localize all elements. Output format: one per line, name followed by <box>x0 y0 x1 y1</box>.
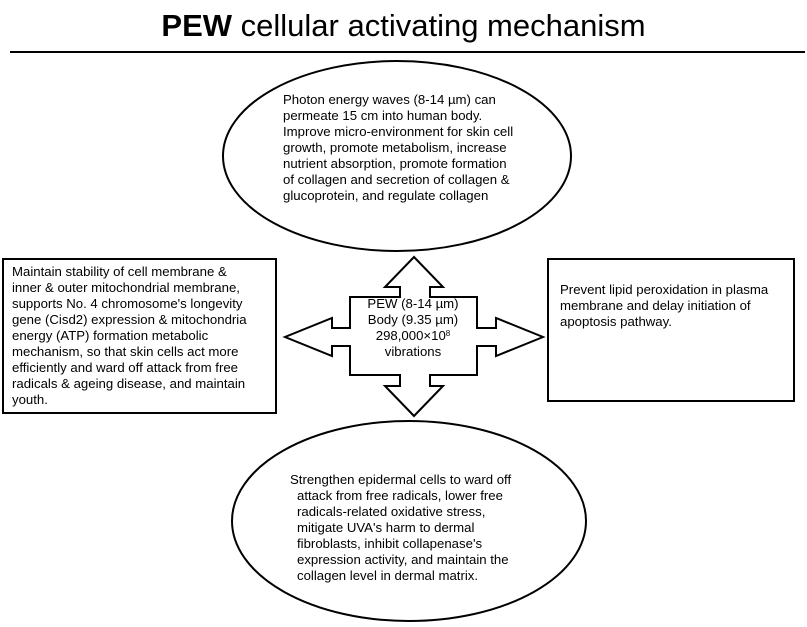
text-line: youth. <box>12 392 48 407</box>
text-line: energy (ATP) formation metabolic <box>12 328 209 343</box>
title-bold: PEW <box>161 8 233 43</box>
text-line: fibroblasts, inhibit collapenase's <box>297 536 483 551</box>
center-arrow-text: PEW (8-14 µm) Body (9.35 µm) 298,000×108… <box>345 296 481 360</box>
bottom-ellipse-text: Strengthen epidermal cells to ward off a… <box>290 472 536 584</box>
text-line: gene (Cisd2) expression & mitochondria <box>12 312 247 327</box>
text-line: Strengthen epidermal cells to ward off <box>290 472 512 487</box>
text-line: nutrient absorption, promote formation <box>283 156 507 171</box>
bottom-ellipse <box>231 420 587 622</box>
text-line: radicals & ageing disease, and maintain <box>12 376 246 391</box>
diagram-title: PEW cellular activating mechanism <box>0 6 807 46</box>
text-line: Improve micro-environment for skin cell <box>283 124 514 139</box>
right-box-text: Prevent lipid peroxidation in plasma mem… <box>560 282 792 330</box>
title-underline <box>10 51 805 53</box>
four-way-arrow <box>282 255 546 418</box>
text-line: permeate 15 cm into human body. <box>283 108 483 123</box>
text-line: Body (9.35 µm) <box>367 312 459 327</box>
text-line: mechanism, so that skin cells act more <box>12 344 239 359</box>
text-line: efficiently and ward off attack from fre… <box>12 360 239 375</box>
text-line: attack from free radicals, lower free <box>297 488 503 503</box>
text-line: Photon energy waves (8-14 µm) can <box>283 92 496 107</box>
left-box-text: Maintain stability of cell membrane & in… <box>12 264 274 408</box>
top-ellipse-text: Photon energy waves (8-14 µm) can permea… <box>283 92 523 204</box>
text-line: apoptosis pathway. <box>560 314 672 329</box>
title-rest: cellular activating mechanism <box>232 8 646 43</box>
vibration-exponent: 8 <box>445 329 451 338</box>
text-line: growth, promote metabolism, increase <box>283 140 507 155</box>
text-line: Maintain stability of cell membrane & <box>12 264 227 279</box>
text-line: 298,000×108 <box>345 328 481 344</box>
text-line: inner & outer mitochondrial membrane, <box>12 280 240 295</box>
text-line: membrane and delay initiation of <box>560 298 751 313</box>
text-line: expression activity, and maintain the <box>297 552 509 567</box>
text-line: radicals-related oxidative stress, <box>297 504 486 519</box>
text-line: glucoprotein, and regulate collagen <box>283 188 489 203</box>
text-line: of collagen and secretion of collagen & <box>283 172 510 187</box>
text-line: Prevent lipid peroxidation in plasma <box>560 282 769 297</box>
vibration-base: 298,000×10 <box>375 328 446 343</box>
text-line: PEW (8-14 µm) <box>367 296 459 311</box>
text-line: mitigate UVA's harm to dermal <box>297 520 475 535</box>
text-line: vibrations <box>384 344 442 359</box>
text-line: supports No. 4 chromosome's longevity <box>12 296 243 311</box>
text-line: collagen level in dermal matrix. <box>297 568 479 583</box>
top-ellipse <box>222 60 572 252</box>
left-box <box>2 258 277 414</box>
right-box <box>547 258 795 402</box>
